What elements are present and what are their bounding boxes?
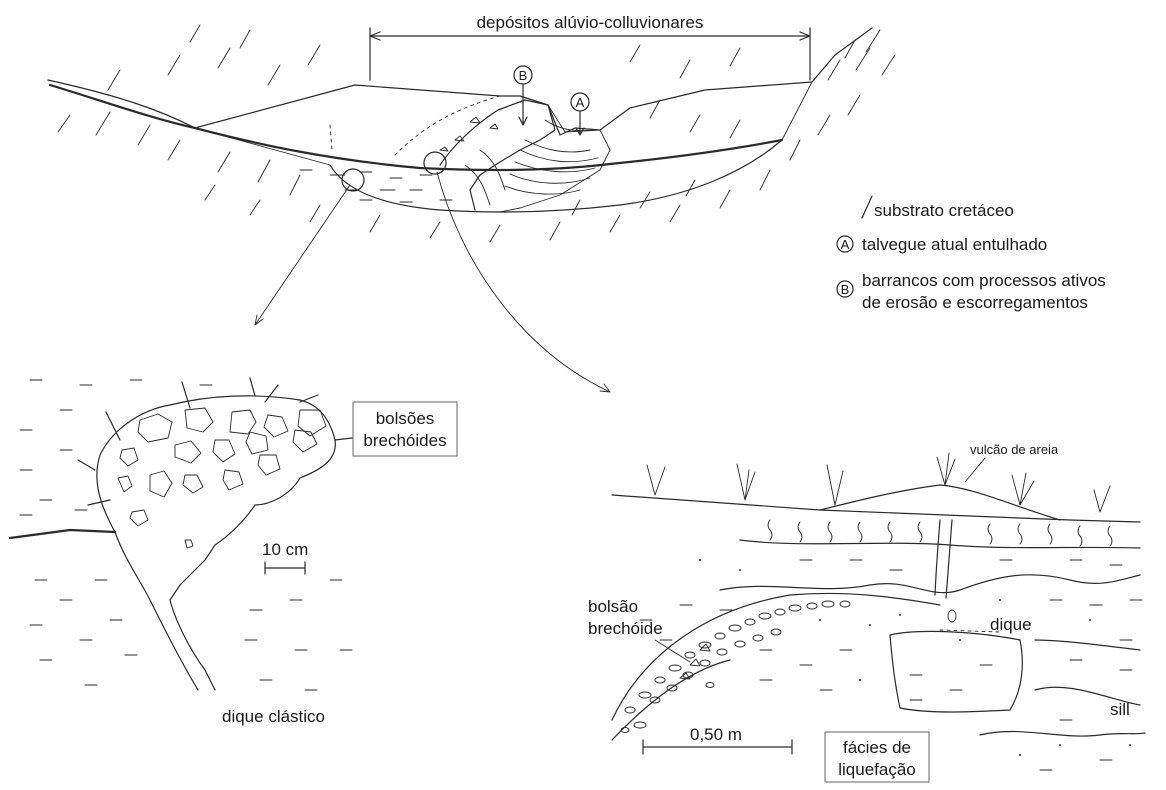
- facies-label-2: liquefação: [838, 760, 916, 779]
- pocket-clasts-right: [621, 601, 956, 733]
- bolsao-label-2: brechóide: [588, 619, 663, 638]
- span-label: depósitos alúvio-colluvionares: [477, 13, 704, 32]
- dike-right-wall: [946, 520, 952, 598]
- grass-tufts: [647, 453, 1110, 512]
- pocket-upper-boundary: [612, 593, 940, 720]
- substrate-hatch: [58, 25, 895, 242]
- leader-to-left-detail: [255, 185, 350, 325]
- dique-clastico-label: dique clástico: [222, 707, 325, 726]
- left-dashed-line: [330, 125, 332, 150]
- left-fill-edge: [195, 128, 330, 165]
- marker-b-label: B: [519, 68, 528, 83]
- right-detail: vulcão de areia: [588, 442, 1145, 782]
- left-scale-bar: [265, 562, 305, 574]
- former-profile: [395, 96, 500, 155]
- sill-upper: [1035, 640, 1140, 650]
- left-detail: 10 cm bolsões brechóides dique clástico: [10, 378, 457, 726]
- ground-surface: [48, 28, 872, 135]
- surface-clasts: [440, 117, 498, 151]
- legend: substrato cretáceo A talvegue atual entu…: [837, 196, 1106, 312]
- facies-label-1: fácies de: [843, 738, 911, 757]
- marker-a-label: A: [576, 95, 585, 110]
- bolsao-label-1: bolsão: [588, 597, 638, 616]
- upper-layer-base: [740, 540, 1140, 548]
- left-dashes: [20, 380, 352, 690]
- legend-substrato-swatch: [862, 196, 872, 218]
- right-ground-line: [612, 495, 1140, 522]
- left-contact-line: [10, 530, 115, 538]
- middle-layer-line: [720, 575, 1140, 593]
- vulcao-leader: [965, 458, 985, 482]
- legend-b-label-2: de erosão e escorregamentos: [862, 293, 1088, 312]
- right-valley-wall: [782, 82, 812, 140]
- marker-b-arrow: [519, 85, 527, 125]
- right-dots: [699, 559, 1131, 756]
- legend-b-marker: B: [841, 282, 850, 297]
- bolsoes-label-2: brechóides: [363, 431, 446, 450]
- bolsoes-label-1: bolsões: [376, 409, 435, 428]
- lower-layer-line: [980, 731, 1145, 736]
- pocket-clasts: [118, 408, 326, 548]
- dike-left-wall: [935, 520, 940, 595]
- valley-cross-section: depósitos alúvio-colluvionares B A: [48, 13, 895, 392]
- leader-to-right-detail: [437, 172, 610, 392]
- legend-a-marker: A: [841, 237, 850, 252]
- legend-b-label-1: barrancos com processos ativos: [862, 271, 1106, 290]
- legend-a-label: talvegue atual entulhado: [862, 235, 1047, 254]
- left-scale-label: 10 cm: [262, 540, 308, 559]
- vulcao-label: vulcão de areia: [970, 442, 1059, 457]
- bolsao-leader: [655, 640, 690, 662]
- right-scale-label: 0,50 m: [690, 725, 742, 744]
- dique-left-wall: [115, 532, 198, 690]
- legend-substrato-label: substrato cretáceo: [874, 201, 1014, 220]
- dique-label: dique: [990, 615, 1032, 634]
- sill-label: sill: [1110, 700, 1130, 719]
- detail-circle-right: [424, 152, 446, 174]
